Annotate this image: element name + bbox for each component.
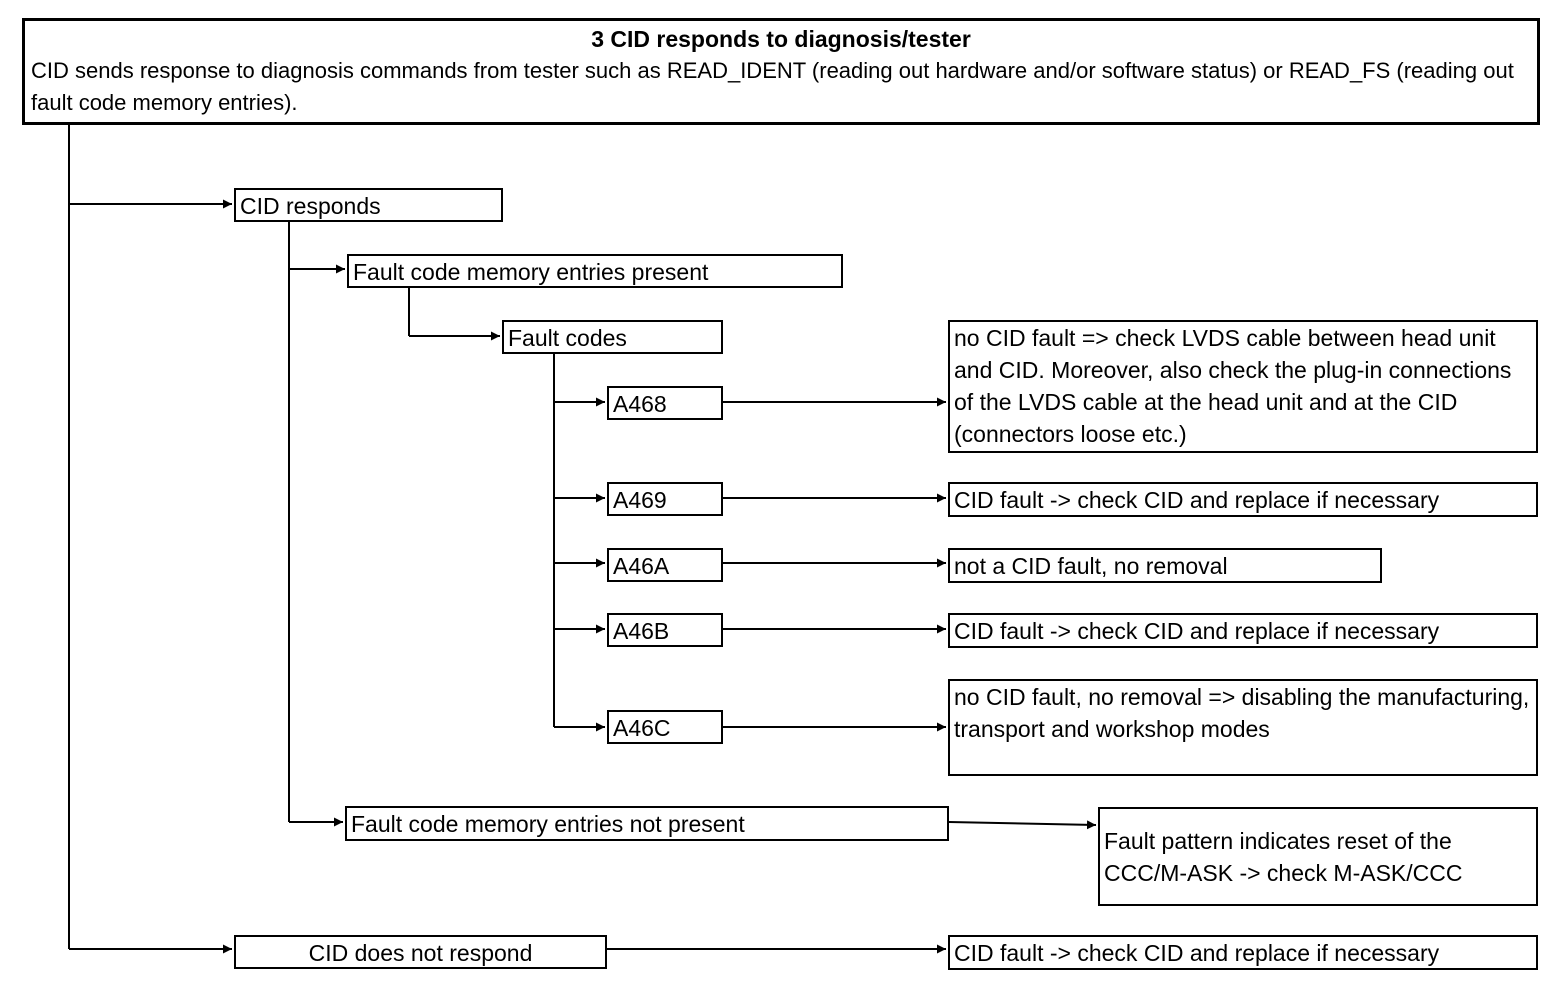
node-code-a46a: A46A xyxy=(607,548,723,582)
result-a46a: not a CID fault, no removal xyxy=(948,548,1382,583)
result-not-respond: CID fault -> check CID and replace if ne… xyxy=(948,935,1538,970)
result-a468: no CID fault => check LVDS cable between… xyxy=(948,320,1538,453)
node-code-a46b: A46B xyxy=(607,613,723,647)
node-fault-codes: Fault codes xyxy=(502,320,723,354)
node-cid-not-respond: CID does not respond xyxy=(234,935,607,969)
node-code-a469: A469 xyxy=(607,482,723,516)
result-a46b: CID fault -> check CID and replace if ne… xyxy=(948,613,1538,648)
result-a46c: no CID fault, no removal => disabling th… xyxy=(948,679,1538,776)
result-a469: CID fault -> check CID and replace if ne… xyxy=(948,482,1538,517)
node-code-a46c: A46C xyxy=(607,710,723,744)
diagram-title: 3 CID responds to diagnosis/tester xyxy=(591,26,971,52)
header-box: 3 CID responds to diagnosis/tester CID s… xyxy=(22,18,1540,125)
node-code-a468: A468 xyxy=(607,386,723,420)
diagram-description: CID sends response to diagnosis commands… xyxy=(31,58,1514,115)
result-not-present: Fault pattern indicates reset of the CCC… xyxy=(1098,807,1538,906)
node-fault-entries-present: Fault code memory entries present xyxy=(347,254,843,288)
node-fault-entries-not-present: Fault code memory entries not present xyxy=(345,806,949,841)
node-cid-responds: CID responds xyxy=(234,188,503,222)
